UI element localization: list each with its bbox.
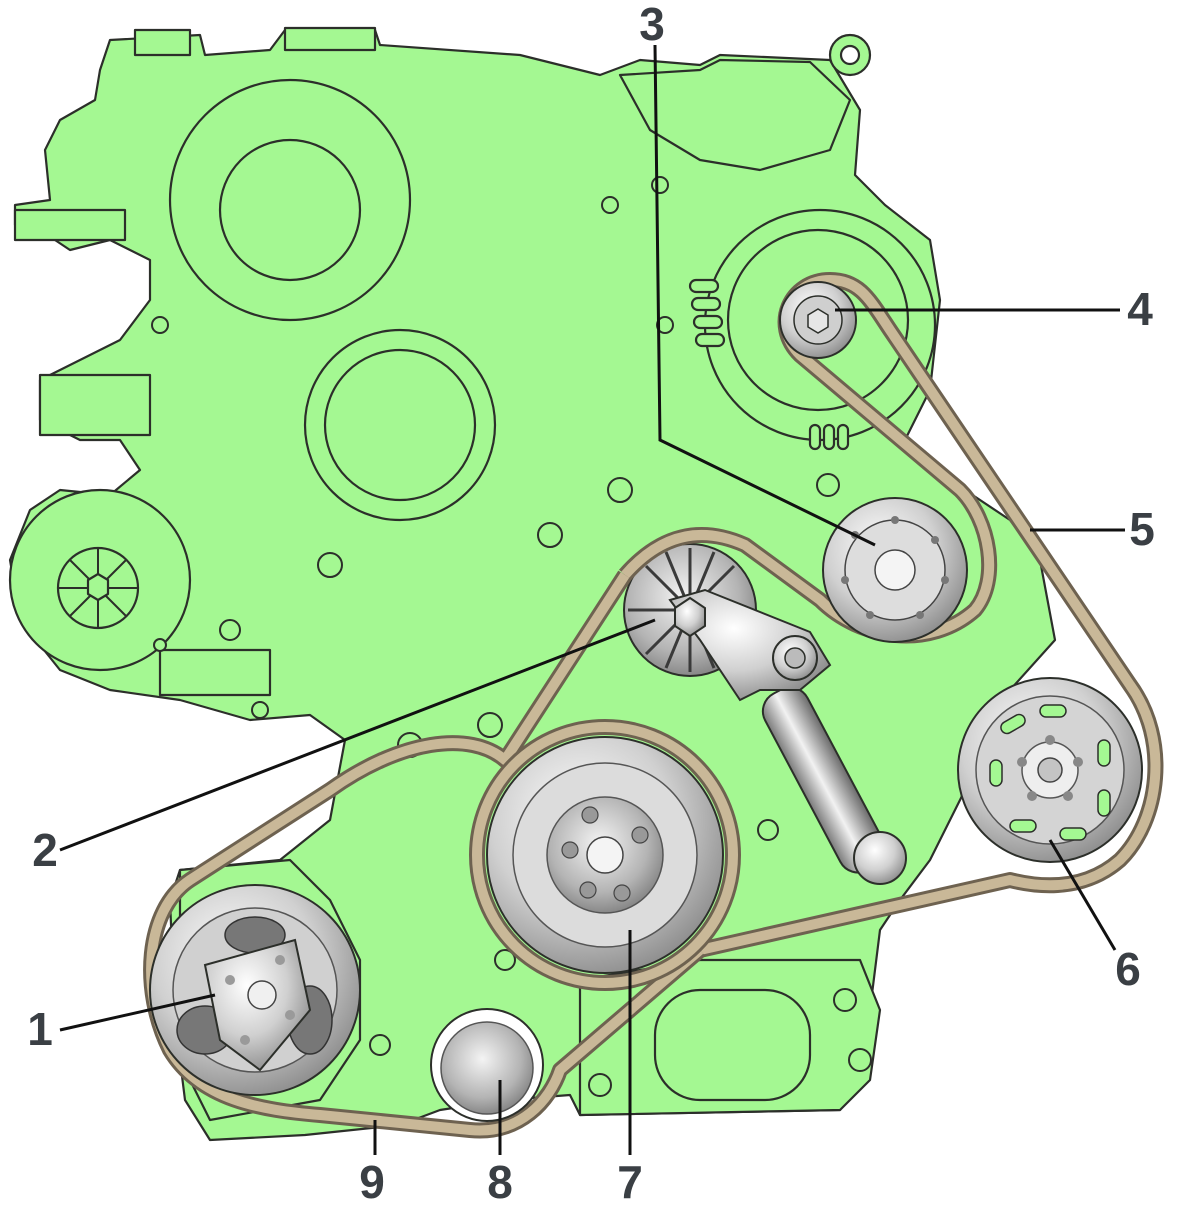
callout-3: 3 [639, 0, 665, 50]
manifold-block-1 [38, 373, 152, 437]
tensioner-rod-end [853, 831, 907, 885]
idler-pulley [822, 497, 968, 643]
oil-filter-mount [653, 988, 812, 1102]
top-cap-left [133, 28, 192, 57]
crankshaft-pulley [486, 736, 724, 974]
callout-4: 4 [1127, 283, 1153, 335]
leader-3 [653, 44, 876, 547]
callout-8: 8 [487, 1156, 513, 1207]
callout-7: 7 [617, 1156, 643, 1207]
timing-cover-middle-inner [323, 348, 477, 502]
tensioner-hex-bolt [674, 596, 706, 638]
callout-5: 5 [1129, 503, 1155, 555]
leader-lines [59, 44, 1125, 1155]
callout-9: 9 [359, 1156, 385, 1207]
callout-1: 1 [27, 1003, 53, 1055]
ac-compressor-pulley [149, 884, 361, 1096]
top-cap-right [283, 26, 377, 52]
leader-6 [1048, 839, 1117, 951]
timing-cover-upper-inner [218, 138, 362, 282]
power-steering-pulley [957, 677, 1143, 863]
callout-6: 6 [1115, 943, 1141, 995]
top-right-bracket [618, 58, 852, 172]
alternator-pulley [779, 281, 857, 359]
lifting-eye-hole [839, 44, 861, 66]
tensioner-assembly [623, 543, 907, 885]
small-idler-pulley [430, 1008, 544, 1122]
callout-2: 2 [32, 824, 58, 876]
callout-labels: 1 2 3 4 5 6 7 8 9 [27, 0, 1155, 1207]
alternator-vents [688, 278, 850, 451]
leader-1 [59, 993, 216, 1032]
manifold-block-2 [158, 648, 272, 697]
manifold-block-3 [13, 208, 127, 242]
leader-2 [59, 618, 656, 852]
turbo-nut [86, 572, 110, 602]
